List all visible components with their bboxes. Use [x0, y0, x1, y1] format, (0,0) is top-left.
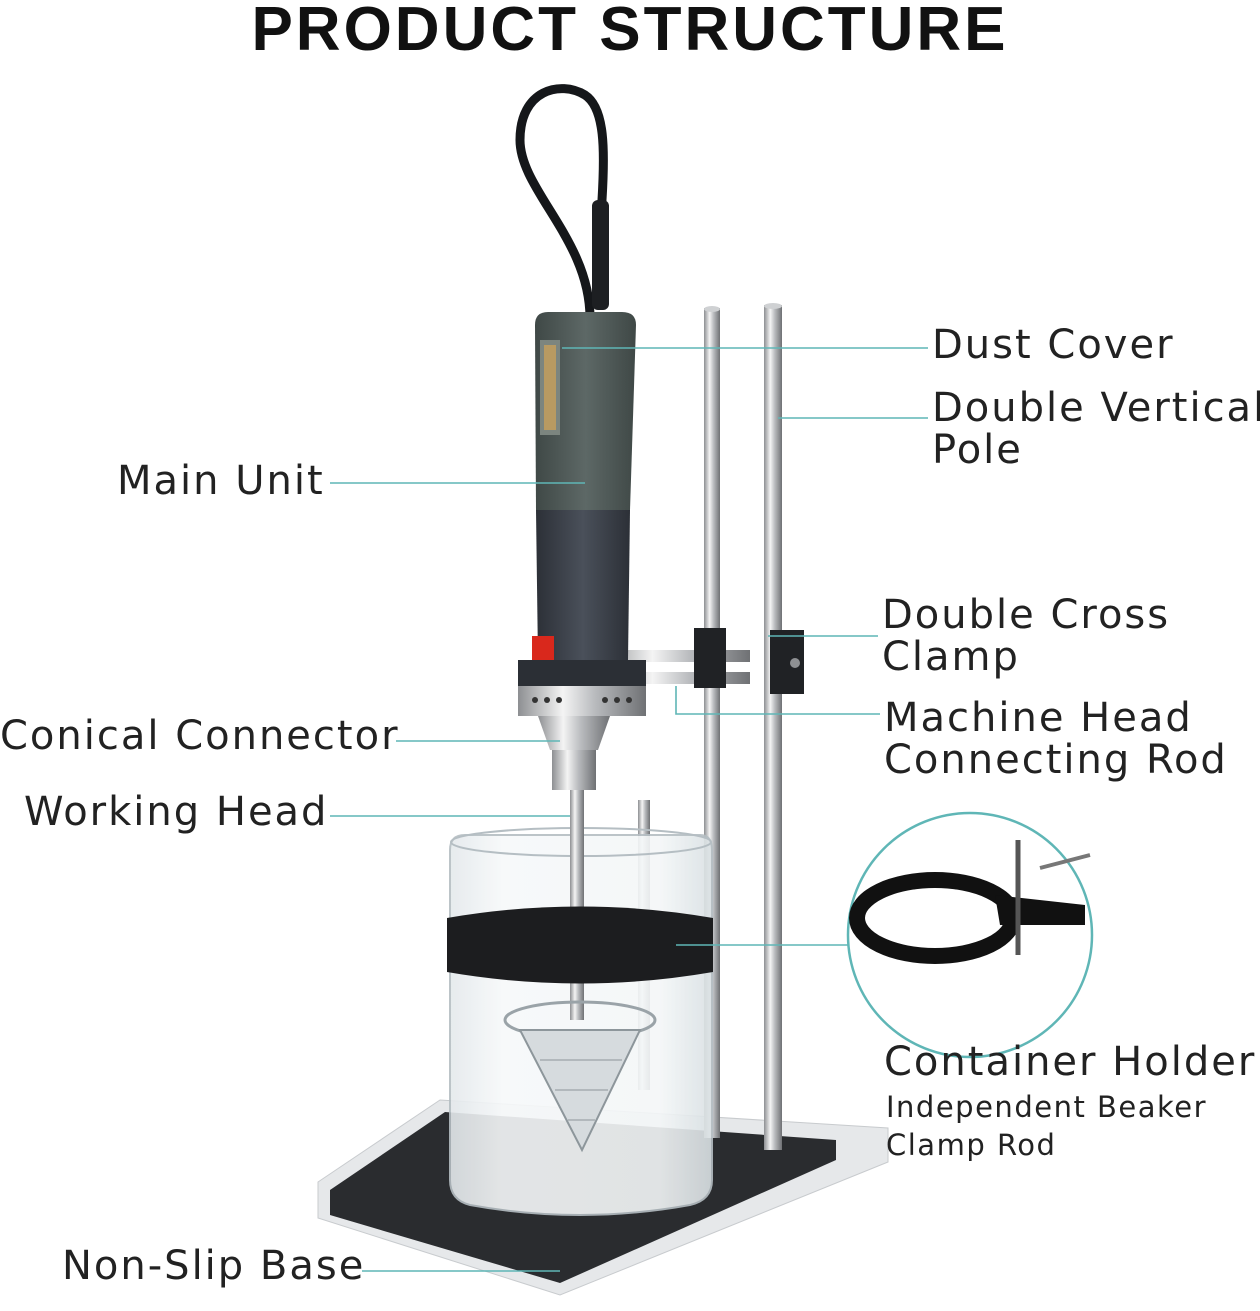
label-double-cross-clamp-line1: Double Cross: [882, 592, 1171, 638]
conical-connector: [538, 716, 610, 790]
label-double-cross-clamp-line2: Clamp: [882, 634, 1020, 680]
label-machine-head-rod-line2: Connecting Rod: [884, 737, 1228, 783]
main-unit: [518, 312, 646, 716]
label-conical-connector: Conical Connector: [0, 713, 400, 759]
page-title: PRODUCT STRUCTURE: [251, 0, 1009, 64]
container-holder-band: [447, 906, 713, 984]
label-container-holder-sub-line2: Clamp Rod: [886, 1128, 1057, 1162]
label-non-slip-base: Non-Slip Base: [62, 1243, 366, 1289]
label-machine-head-rod-line1: Machine Head: [884, 695, 1193, 741]
label-double-vertical-pole-line1: Double Vertical: [932, 385, 1260, 431]
label-working-head: Working Head: [24, 789, 329, 835]
container-holder-inset: [846, 811, 1094, 1059]
double-vertical-pole: [704, 303, 782, 1150]
leader-lines: [330, 347, 928, 1272]
power-cable: [515, 84, 608, 319]
label-container-holder-sub-line1: Independent Beaker: [886, 1090, 1208, 1124]
double-cross-clamp: [600, 628, 804, 694]
label-container-holder: Container Holder: [884, 1039, 1257, 1085]
label-double-vertical-pole-line2: Pole: [932, 427, 1023, 473]
label-dust-cover: Dust Cover: [932, 322, 1175, 368]
label-main-unit: Main Unit: [117, 458, 325, 504]
